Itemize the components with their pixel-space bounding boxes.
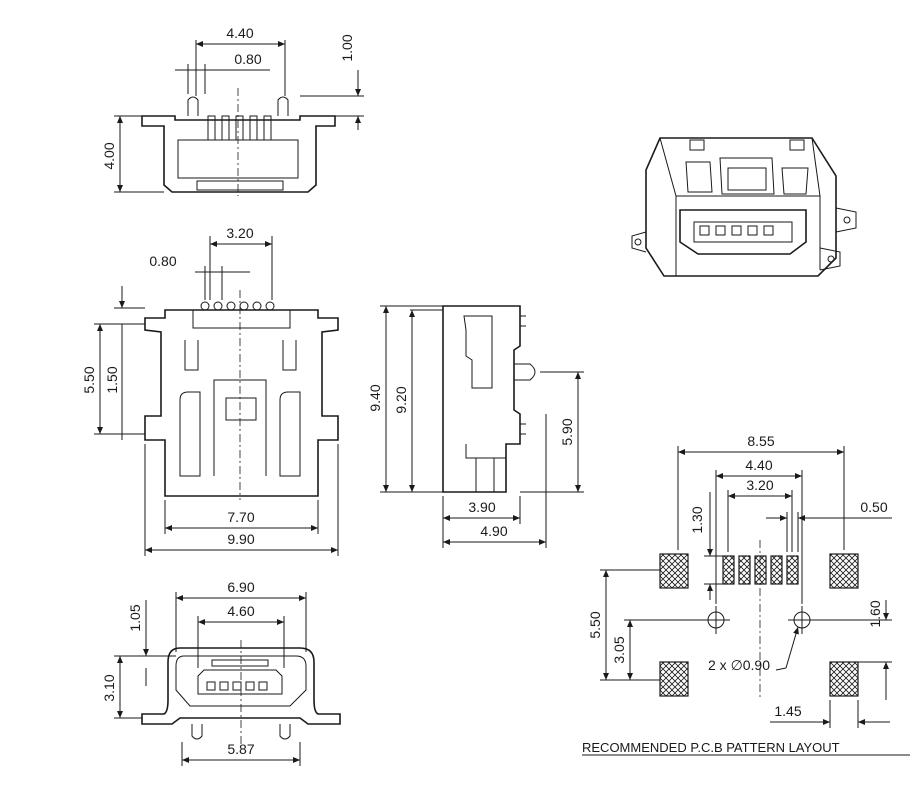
dim-pcb-3-20: 3.20 xyxy=(746,477,773,493)
pcb-pads xyxy=(659,553,859,697)
dim-side-9-40: 9.40 xyxy=(367,384,383,411)
mount-pad-top-left xyxy=(659,553,689,589)
dim-plan-7-70: 7.70 xyxy=(227,509,254,525)
iso-contacts xyxy=(699,225,774,236)
dim-front-4-60: 4.60 xyxy=(227,603,254,619)
dim-pcb-hole-label: 2 x ∅0.90 xyxy=(708,657,770,673)
plan-view-body xyxy=(144,309,339,497)
front-view-contacts xyxy=(206,659,269,691)
top-view-pins xyxy=(187,96,289,141)
plan-view-pin-tips xyxy=(200,301,275,311)
top-view: 4.40 0.80 1.00 4.00 xyxy=(101,25,364,196)
dim-side-4-90: 4.90 xyxy=(480,523,507,539)
dim-pcb-8-55: 8.55 xyxy=(747,433,774,449)
dim-top-4-00: 4.00 xyxy=(101,142,117,169)
dim-side-5-90: 5.90 xyxy=(559,418,575,445)
dim-side-3-90: 3.90 xyxy=(468,499,495,515)
dim-front-5-87: 5.87 xyxy=(227,741,254,757)
side-view-body xyxy=(442,305,521,493)
signal-pad-5 xyxy=(786,555,799,585)
plan-view: 3.20 0.80 5.50 1.50 7.70 9.90 xyxy=(81,225,339,556)
pcb-layout: 8.55 4.40 3.20 0.50 1.30 5.50 3.05 2 x ∅… xyxy=(582,433,910,756)
pcb-layout-title: RECOMMENDED P.C.B PATTERN LAYOUT xyxy=(582,740,840,755)
dim-top-1-00: 1.00 xyxy=(339,34,355,61)
front-view-shell xyxy=(141,647,341,725)
isometric-view xyxy=(631,137,857,277)
dim-pcb-5-50: 5.50 xyxy=(587,611,603,638)
dim-plan-9-90: 9.90 xyxy=(227,531,254,547)
mount-pad-bottom-right xyxy=(829,661,859,697)
dim-plan-3-20: 3.20 xyxy=(226,225,253,241)
signal-pad-2 xyxy=(738,555,751,585)
dim-pcb-3-05: 3.05 xyxy=(611,636,627,663)
dim-plan-5-50: 5.50 xyxy=(81,366,97,393)
signal-pad-3 xyxy=(754,555,767,585)
dim-front-1-05: 1.05 xyxy=(127,604,143,631)
dim-side-9-20: 9.20 xyxy=(393,386,409,413)
dim-pcb-1-45: 1.45 xyxy=(774,703,801,719)
top-view-body xyxy=(141,115,336,193)
mount-pad-bottom-left xyxy=(659,661,689,697)
dim-pcb-1-30: 1.30 xyxy=(689,506,705,533)
signal-pad-1 xyxy=(722,555,735,585)
dim-pcb-0-50: 0.50 xyxy=(860,499,887,515)
pcb-holes xyxy=(702,606,816,634)
signal-pad-4 xyxy=(770,555,783,585)
dim-plan-0-80: 0.80 xyxy=(149,253,176,269)
dim-front-3-10: 3.10 xyxy=(101,674,117,701)
dim-top-0-80: 0.80 xyxy=(234,51,261,67)
mount-pad-top-right xyxy=(829,553,859,589)
dim-pcb-1-60: 1.60 xyxy=(867,600,883,627)
dim-top-4-40: 4.40 xyxy=(226,25,253,41)
dim-pcb-4-40: 4.40 xyxy=(745,457,772,473)
front-view: 6.90 4.60 1.05 3.10 5.87 xyxy=(101,579,341,766)
side-view: 9.40 9.20 5.90 3.90 4.90 xyxy=(367,305,584,548)
dim-front-6-90: 6.90 xyxy=(227,579,254,595)
dim-plan-1-50: 1.50 xyxy=(104,366,120,393)
